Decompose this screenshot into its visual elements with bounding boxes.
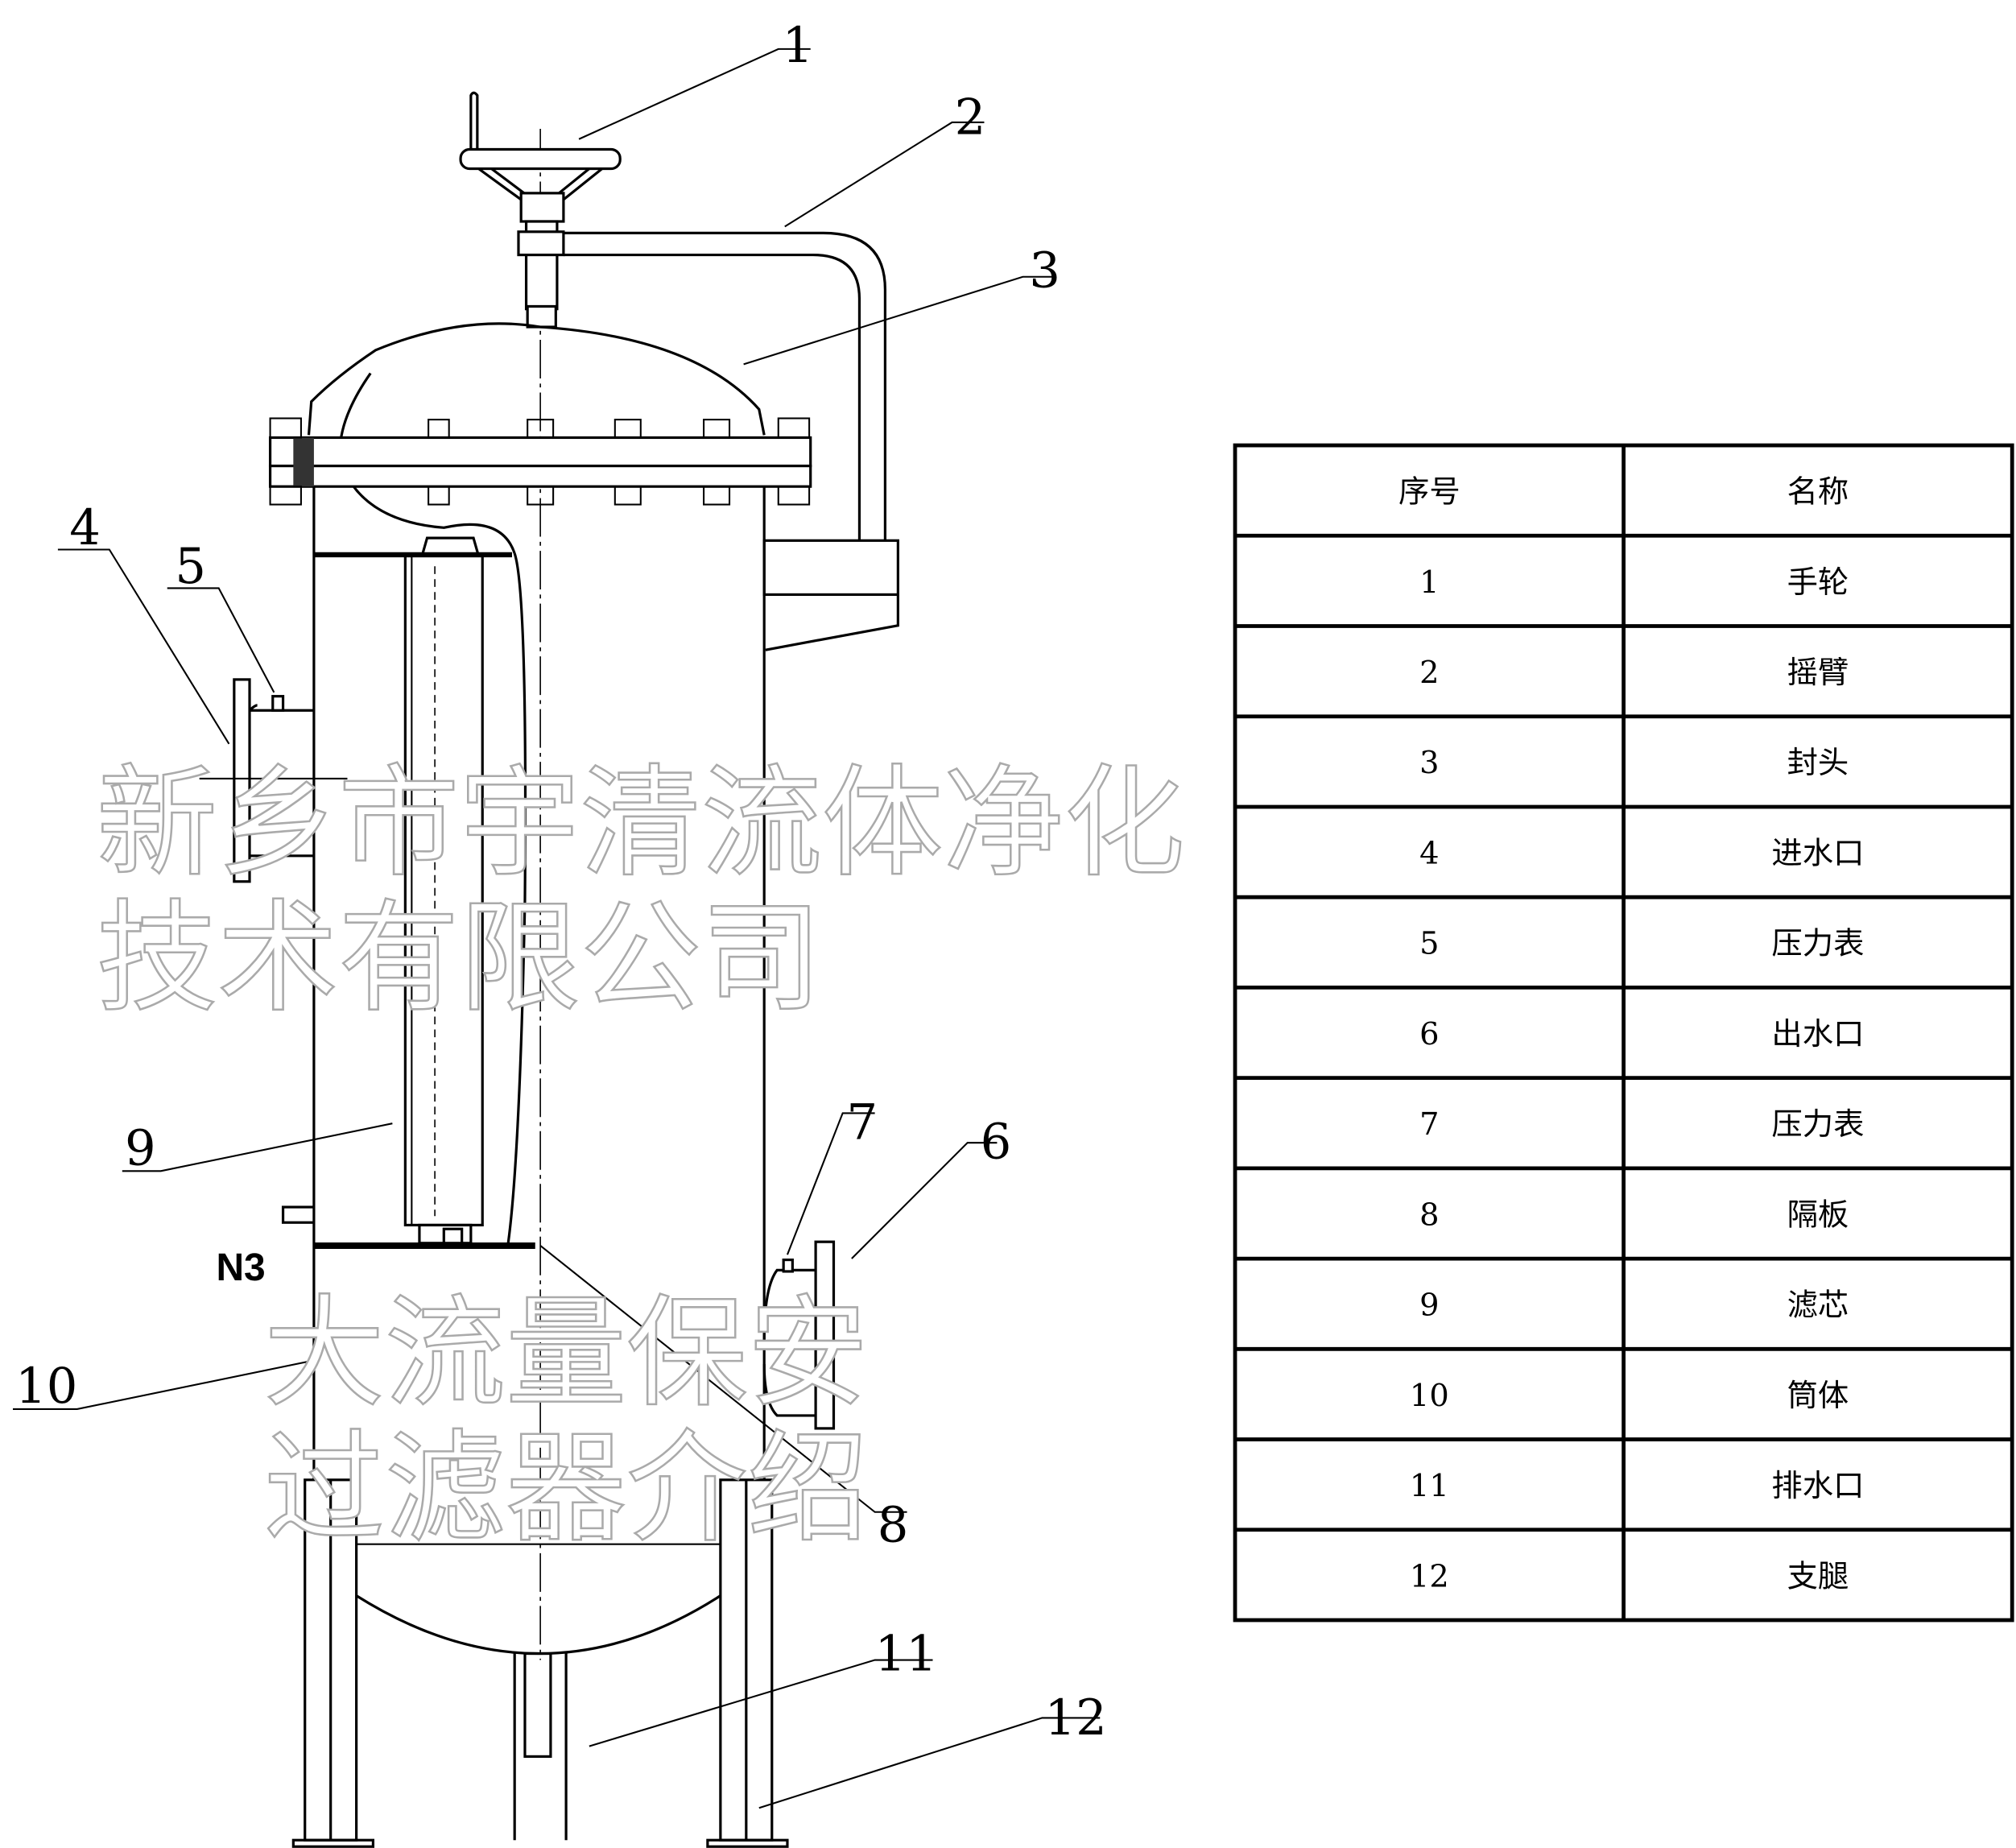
table-cell-name: 摇臂	[1787, 655, 1849, 691]
table-cell-name: 隔板	[1787, 1197, 1849, 1233]
table-cell-index: 8	[1419, 1197, 1439, 1233]
filter-cartridge	[403, 536, 527, 1246]
table-cell-index: 2	[1419, 655, 1439, 691]
table-cell-name: 支腿	[1787, 1558, 1849, 1594]
table-cell-name: 封头	[1787, 745, 1849, 781]
table-cell-name: 筒体	[1787, 1378, 1849, 1414]
table-cell-name: 进水口	[1771, 835, 1864, 871]
table-cell-index: 3	[1419, 745, 1439, 781]
watermark-company: 新乡市宇清流体净化技术有限公司	[96, 756, 1186, 1030]
callout-3: 3	[1029, 243, 1060, 300]
parts-table: 序号 名称 1 手轮 2 摇臂 3 封头 4 进水口 5 压力表 6 出水口 7 压力表 8 隔板 9 滤芯 10 筒体 1…	[1233, 443, 2014, 1623]
swing-arm	[563, 231, 899, 651]
support-legs	[291, 1478, 789, 1848]
handwheel	[459, 91, 622, 329]
callout-5: 5	[175, 539, 206, 595]
callout-6: 6	[981, 1114, 1012, 1170]
table-header-index: 序号	[1398, 474, 1460, 511]
table-cell-index: 1	[1419, 564, 1439, 601]
body-flange	[268, 417, 812, 506]
leader-lines	[12, 48, 1101, 1809]
table-cell-name: 手轮	[1787, 564, 1849, 601]
watermark-company-box: 新乡市宇清流体净化技术有限公司	[96, 756, 1186, 1030]
callout-12: 12	[1045, 1690, 1107, 1747]
table-header-name: 名称	[1787, 474, 1849, 511]
outlet-nozzle	[762, 1240, 836, 1430]
callout-8: 8	[878, 1498, 909, 1554]
table-cell-name: 滤芯	[1787, 1288, 1849, 1324]
n3-nozzle	[281, 1205, 316, 1224]
table-cell-name: 排水口	[1771, 1468, 1864, 1504]
table-cell-index: 11	[1410, 1468, 1449, 1504]
callout-1: 1	[783, 18, 814, 74]
callout-9: 9	[125, 1120, 156, 1176]
table-cell-index: 10	[1410, 1378, 1449, 1414]
callout-2: 2	[955, 89, 986, 146]
watermark-title-box: 大流量保安过滤器介绍	[263, 1287, 870, 1560]
callout-11: 11	[875, 1626, 937, 1682]
dome-head	[307, 322, 766, 554]
watermark-title: 大流量保安过滤器介绍	[263, 1287, 870, 1560]
table-cell-index: 4	[1419, 835, 1439, 871]
table-cell-index: 9	[1419, 1288, 1439, 1324]
table-cell-name: 压力表	[1771, 1106, 1864, 1143]
callout-10: 10	[15, 1358, 77, 1415]
table-cell-index: 5	[1419, 926, 1439, 962]
callout-7: 7	[846, 1094, 878, 1151]
table-cell-name: 压力表	[1771, 926, 1864, 962]
table-cell-index: 7	[1419, 1106, 1439, 1143]
inlet-nozzle	[199, 678, 348, 883]
callout-n3: N3	[216, 1246, 265, 1289]
table-cell-index: 12	[1410, 1558, 1449, 1594]
table-cell-index: 6	[1419, 1016, 1439, 1052]
callout-4: 4	[69, 500, 101, 556]
drain-outlet	[513, 1652, 568, 1841]
table-cell-name: 出水口	[1771, 1016, 1864, 1052]
